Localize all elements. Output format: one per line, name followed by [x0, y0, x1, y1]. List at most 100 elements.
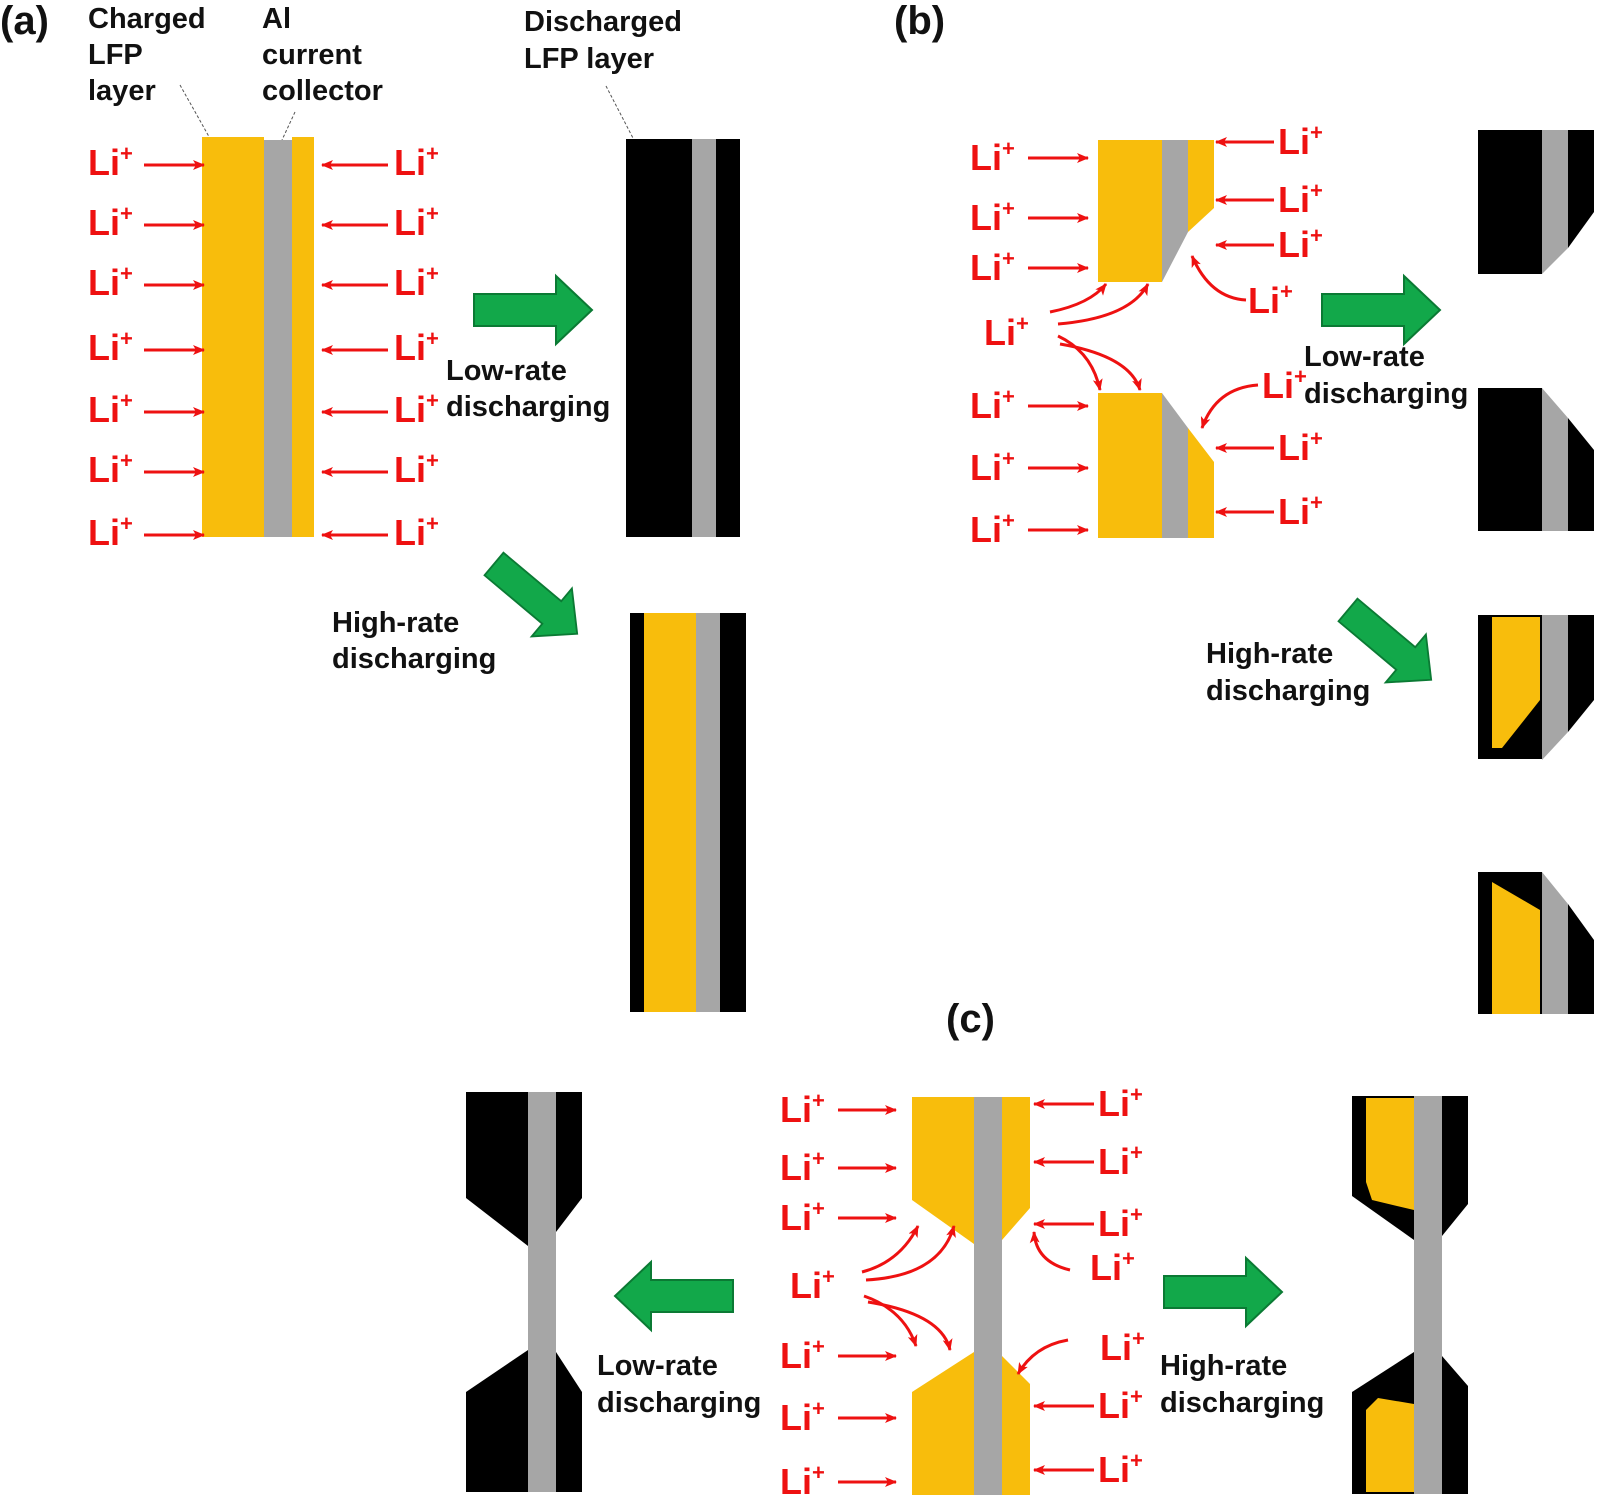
- low-rate-label-c-line2: discharging: [597, 1387, 761, 1419]
- li-ion-label: Li+: [1090, 1246, 1135, 1288]
- discharged-lfp-label-line1: Discharged: [524, 6, 682, 38]
- low-rate-electrode-c: [466, 1092, 582, 1492]
- li-symbol: Li: [394, 512, 426, 553]
- al-current-collector: [1542, 615, 1568, 760]
- li-ion-label: Li+: [88, 326, 133, 368]
- li-ion-label: Li+: [970, 446, 1015, 488]
- high-rate-label-a-line1: High-rate: [332, 607, 459, 639]
- li-charge: +: [120, 141, 133, 166]
- panel-b-label: (b): [894, 0, 945, 43]
- red-arrow-icon: [1049, 283, 1108, 314]
- charged-electrode-b-bottom: [1098, 393, 1214, 538]
- li-symbol: Li: [88, 202, 120, 243]
- li-charge: +: [1132, 1326, 1145, 1351]
- li-symbol: Li: [1248, 280, 1280, 321]
- li-symbol: Li: [1098, 1385, 1130, 1426]
- discharged-lfp-upper: [466, 1092, 528, 1246]
- li-charge: +: [1130, 1202, 1143, 1227]
- discharged-lfp-label: Discharged LFP layer: [524, 6, 690, 75]
- low-rate-label-c-line1: Low-rate: [597, 1350, 718, 1382]
- li-ion-label: Li+: [394, 511, 439, 553]
- li-ion-label: Li+: [394, 261, 439, 303]
- charged-electrode-b-top: [1098, 140, 1214, 282]
- li-ion-label: Li+: [1098, 1202, 1143, 1244]
- li-symbol: Li: [1278, 491, 1310, 532]
- li-ion-label: Li+: [780, 1088, 825, 1130]
- li-symbol: Li: [394, 262, 426, 303]
- red-arrow-icon: [1057, 283, 1150, 326]
- al-current-collector: [696, 613, 720, 1012]
- high-rate-label-b-line1: High-rate: [1206, 638, 1333, 670]
- panel-a-label: (a): [0, 0, 49, 43]
- li-charge: +: [1310, 120, 1323, 145]
- li-charge: +: [1016, 311, 1029, 336]
- discharged-lfp-layer-thin: [720, 613, 746, 1012]
- li-charge: +: [426, 141, 439, 166]
- high-rate-electrode-b-bottom: [1478, 872, 1594, 1014]
- li-ion-label: Li+: [780, 1146, 825, 1188]
- li-symbol: Li: [394, 449, 426, 490]
- li-symbol: Li: [1098, 1083, 1130, 1124]
- discharged-lfp-label-line2: LFP layer: [524, 43, 654, 75]
- low-rate-electrode-a: [626, 139, 740, 537]
- li-symbol: Li: [970, 247, 1002, 288]
- charged-lfp-label: Charged LFP layer: [88, 3, 214, 107]
- li-symbol: Li: [88, 389, 120, 430]
- li-charge: +: [1130, 1082, 1143, 1107]
- li-charge: +: [1310, 223, 1323, 248]
- li-charge: +: [812, 1196, 825, 1221]
- li-symbol: Li: [1278, 224, 1310, 265]
- red-arrow-icon: [1190, 255, 1247, 302]
- li-symbol: Li: [970, 137, 1002, 178]
- li-symbol: Li: [1098, 1203, 1130, 1244]
- discharged-lfp-right-lower: [556, 1352, 582, 1492]
- li-ion-label: Li+: [1098, 1082, 1143, 1124]
- charged-lfp-right-upper: [1002, 1097, 1030, 1240]
- li-symbol: Li: [88, 142, 120, 183]
- li-charge: +: [426, 448, 439, 473]
- li-ion-label: Li+: [1098, 1140, 1143, 1182]
- li-symbol: Li: [1098, 1141, 1130, 1182]
- low-rate-arrow-icon: [1321, 275, 1441, 345]
- charged-lfp-label-line3: layer: [88, 75, 156, 107]
- low-rate-arrow-icon: [614, 1261, 734, 1331]
- li-symbol: Li: [780, 1147, 812, 1188]
- al-current-collector: [1542, 130, 1568, 274]
- li-ion-label: Li+: [1278, 426, 1323, 468]
- al-current-collector: [1162, 140, 1188, 282]
- high-rate-label-a: High-rate discharging: [332, 607, 496, 675]
- li-charge: +: [426, 326, 439, 351]
- li-symbol: Li: [790, 1265, 822, 1306]
- charged-lfp-core: [1492, 617, 1540, 748]
- discharged-lfp-layer-thin: [1568, 615, 1594, 732]
- li-ion-label: Li+: [1098, 1384, 1143, 1426]
- red-arrow-icon: [861, 1225, 920, 1274]
- li-ion-label: Li+: [780, 1396, 825, 1438]
- li-charge: +: [120, 448, 133, 473]
- discharged-lfp-layer-thin: [716, 139, 740, 537]
- li-charge: +: [1310, 178, 1323, 203]
- li-charge: +: [120, 261, 133, 286]
- li-ion-label: Li+: [88, 511, 133, 553]
- li-ion-label: Li+: [88, 201, 133, 243]
- high-rate-label-c: High-rate discharging: [1160, 1350, 1324, 1419]
- li-symbol: Li: [780, 1397, 812, 1438]
- li-ion-label: Li+: [1248, 279, 1293, 321]
- li-ion-label: Li+: [394, 141, 439, 183]
- li-charge: +: [426, 388, 439, 413]
- li-ion-label: Li+: [984, 311, 1029, 353]
- charged-lfp-layer: [1098, 140, 1162, 282]
- li-charge: +: [120, 201, 133, 226]
- discharged-lfp-layer: [1478, 130, 1542, 274]
- discharged-label-leader: [605, 85, 635, 141]
- li-ion-label: Li+: [970, 246, 1015, 288]
- li-ion-label: Li+: [394, 448, 439, 490]
- al-current-collector: [692, 139, 716, 537]
- red-arrow-icon: [1029, 1231, 1071, 1272]
- li-charge: +: [1130, 1448, 1143, 1473]
- discharged-lfp-layer: [1478, 388, 1542, 531]
- high-rate-electrode-a: [630, 613, 746, 1012]
- high-rate-label-b-line2: discharging: [1206, 675, 1370, 707]
- li-ion-label: Li+: [790, 1264, 835, 1306]
- li-ion-label: Li+: [970, 136, 1015, 178]
